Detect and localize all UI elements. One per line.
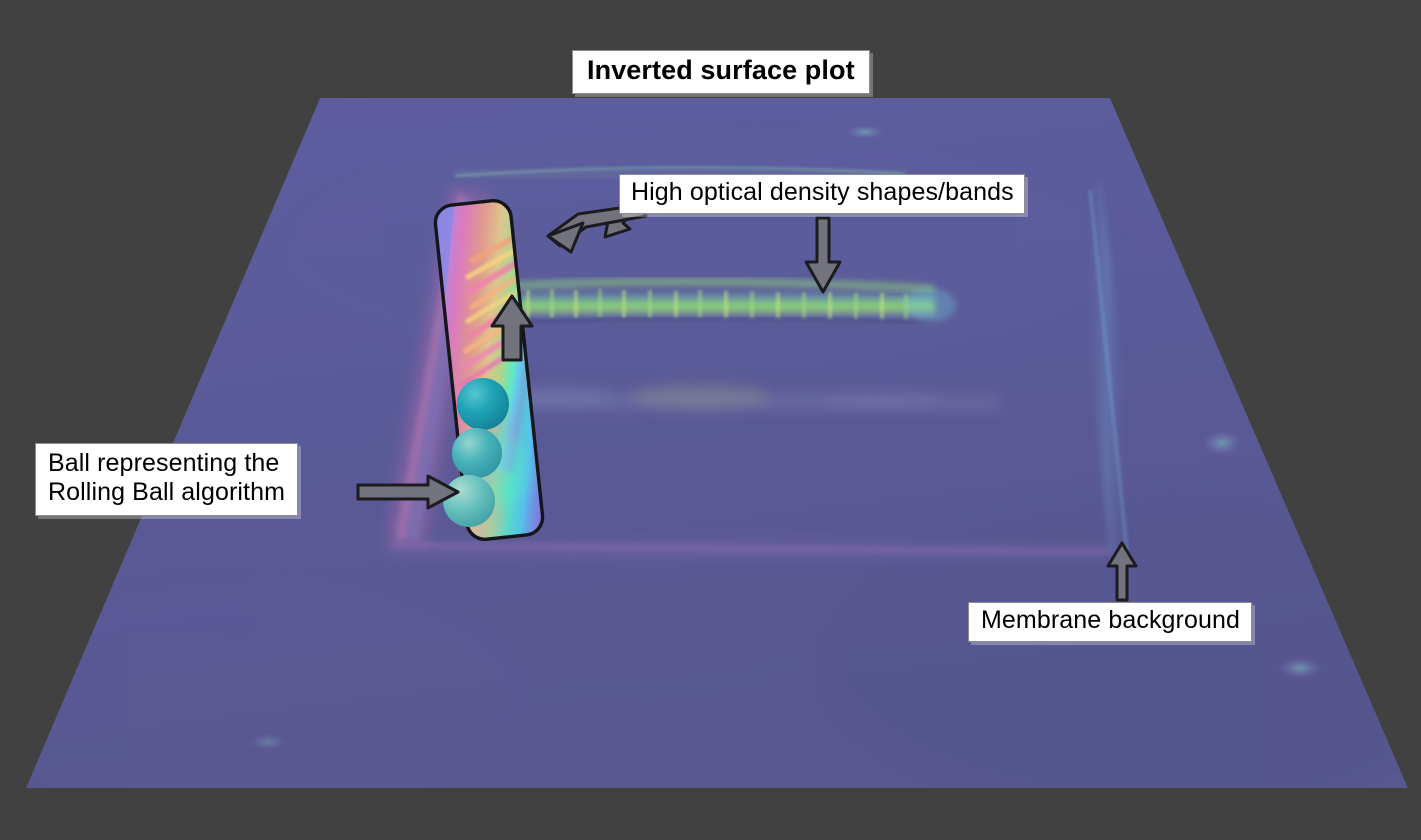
ridge-high-density-band-lower <box>385 540 1115 560</box>
arrow-to-membrane-icon <box>1106 541 1138 602</box>
annotation-membrane-background: Membrane background <box>968 602 1252 642</box>
page-title: Inverted surface plot <box>572 50 870 95</box>
rolling-ball-2 <box>452 428 502 478</box>
rolling-ball-roi-outline[interactable] <box>433 199 545 541</box>
arrow-to-ball-icon <box>356 474 460 510</box>
speck-lower-left <box>248 733 288 751</box>
speck-far-right <box>1276 656 1324 680</box>
ridge-high-density-band-main <box>511 277 956 325</box>
ridge-membrane-right-edge <box>1068 183 1145 557</box>
arrow-rolling-direction-icon <box>490 294 534 362</box>
rolling-ball-1 <box>457 378 509 430</box>
ridge-membrane-top-edge <box>454 161 906 186</box>
rolling-ball-group <box>443 378 509 527</box>
annotation-high-density-bands: High optical density shapes/bands <box>619 174 1025 214</box>
arrow-to-main-band-icon <box>804 216 842 294</box>
ridge-high-density-band-faint <box>505 384 1000 412</box>
annotation-rolling-ball: Ball representing the Rolling Ball algor… <box>35 443 299 516</box>
speck-right <box>1200 429 1244 457</box>
speck-upper-right <box>843 124 887 140</box>
rolling-ball-3 <box>443 475 495 527</box>
